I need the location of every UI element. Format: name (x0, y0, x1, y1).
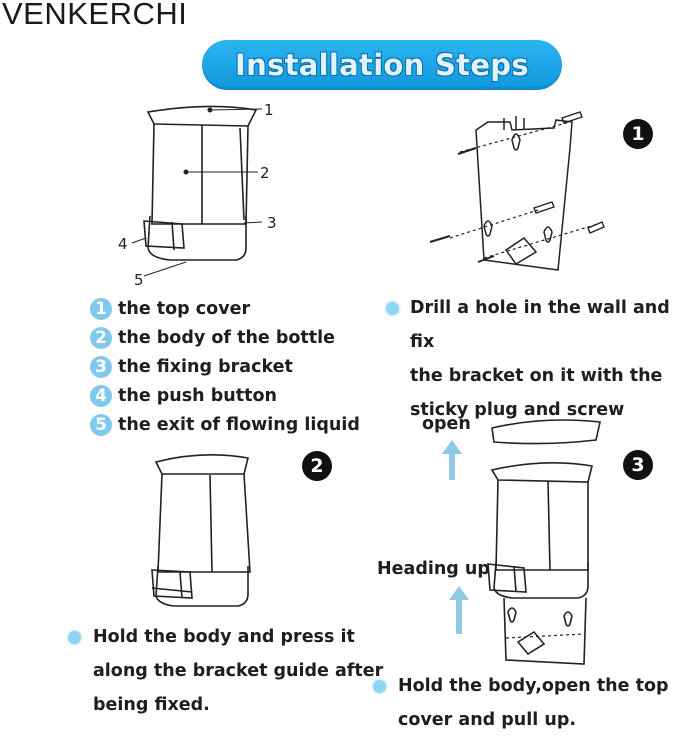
part-label: the fixing bracket (118, 356, 293, 377)
arrow-up-icon (449, 586, 469, 634)
callout-5: 5 (134, 271, 144, 288)
part-item: 3 the fixing bracket (90, 352, 360, 381)
callout-3: 3 (267, 214, 277, 232)
part-label: the exit of flowing liquid (118, 414, 360, 435)
step-2-instructions: Hold the body and press it along the bra… (93, 620, 383, 722)
step-2-line: being fixed. (93, 695, 210, 715)
step1-bracket-diagram (429, 111, 605, 271)
callout-2: 2 (260, 164, 270, 182)
part-number-badge: 1 (90, 297, 112, 320)
step2-dispenser-diagram (151, 454, 251, 607)
step-3-instructions: Hold the body,open the top cover and pul… (398, 669, 669, 737)
step-1-badge: 1 (623, 119, 653, 149)
part-label: the body of the bottle (118, 327, 336, 348)
bullet-dot-icon (373, 680, 386, 693)
parts-list: 1 the top cover 2 the body of the bottle 3… (90, 294, 360, 439)
title-banner: Installation Steps (202, 40, 562, 90)
part-label: the top cover (118, 298, 251, 319)
step-1-line: Drill a hole in the wall and fix (410, 298, 670, 352)
step-3-line: cover and pull up. (398, 710, 576, 730)
step-1-line: the bracket on it with the (410, 366, 663, 386)
step-1-instructions: Drill a hole in the wall and fix the bra… (410, 291, 679, 427)
part-number-badge: 3 (90, 355, 112, 378)
bullet-dot-icon (68, 631, 81, 644)
part-item: 2 the body of the bottle (90, 323, 360, 352)
step-1-line: sticky plug and screw (410, 400, 625, 420)
callout-4: 4 (118, 235, 128, 253)
step-3-badge: 3 (623, 450, 653, 480)
arrow-up-icon (442, 440, 462, 480)
banner-title: Installation Steps (235, 48, 529, 82)
brand-logo: VENKERCHI (2, 0, 188, 31)
step-2-line: Hold the body and press it (93, 627, 355, 647)
part-number-badge: 4 (90, 384, 112, 407)
part-number-badge: 2 (90, 326, 112, 349)
step-2-line: along the bracket guide after (93, 661, 384, 681)
step-2-badge: 2 (302, 451, 332, 481)
open-label: open (422, 414, 471, 434)
step-3-line: Hold the body,open the top (398, 676, 669, 696)
part-label: the push button (118, 385, 277, 406)
bullet-dot-icon (386, 302, 399, 315)
part-item: 4 the push button (90, 381, 360, 410)
part-item: 5 the exit of flowing liquid (90, 410, 360, 439)
heading-up-label: Heading up (377, 559, 490, 579)
dispenser-parts-diagram: 1 2 3 4 5 (118, 101, 277, 288)
step3-dispenser-diagram (487, 419, 601, 665)
callout-1: 1 (264, 101, 274, 119)
part-item: 1 the top cover (90, 294, 360, 323)
part-number-badge: 5 (90, 413, 112, 436)
